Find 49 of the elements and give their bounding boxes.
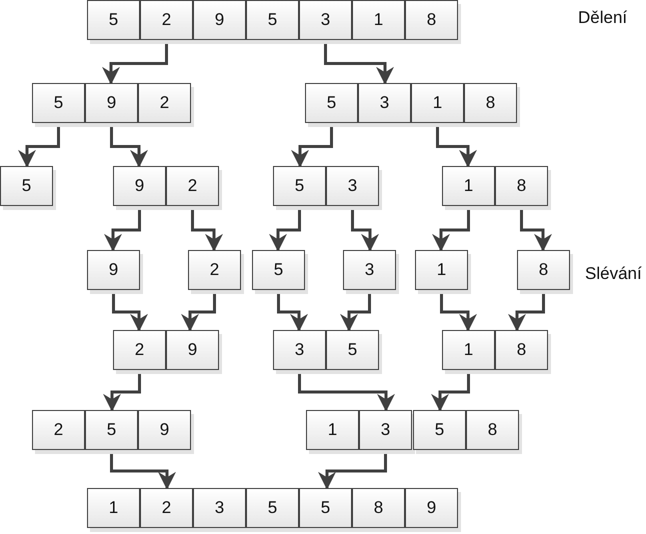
cell-value: 3 [380, 93, 390, 113]
cell-value: 8 [486, 93, 496, 113]
phase-label: Slévání [585, 264, 642, 284]
cell-value: 1 [436, 260, 446, 280]
cell-value: 3 [364, 260, 374, 280]
cell-value: 3 [380, 420, 390, 440]
cell-value: 5 [108, 10, 118, 30]
cell-value: 1 [464, 340, 474, 360]
cell-value: 3 [348, 176, 358, 196]
cell-value: 5 [268, 10, 278, 30]
cell-value: 9 [426, 498, 436, 518]
cell-value: 3 [320, 10, 330, 30]
cell-value: 2 [162, 10, 172, 30]
cell-value: 9 [106, 93, 116, 113]
cell-value: 3 [294, 340, 304, 360]
cell-value: 5 [268, 498, 278, 518]
cell-value: 9 [188, 340, 198, 360]
cell-value: 5 [106, 420, 116, 440]
cell-value: 5 [54, 93, 64, 113]
cell-value: 3 [214, 498, 224, 518]
cell-value: 9 [134, 176, 144, 196]
cell-value: 5 [294, 176, 304, 196]
cell-value: 2 [210, 260, 220, 280]
cell-value: 1 [328, 420, 338, 440]
phase-label: Dělení [578, 8, 628, 28]
cell-value: 1 [374, 10, 384, 30]
cell-value: 9 [108, 260, 118, 280]
cell-value: 5 [348, 340, 358, 360]
cell-value: 2 [188, 176, 198, 196]
cell-value: 5 [434, 420, 444, 440]
cell-value: 8 [516, 340, 526, 360]
cell-value: 8 [516, 176, 526, 196]
cell-value: 1 [432, 93, 442, 113]
cell-value: 1 [464, 176, 474, 196]
cell-value: 2 [162, 498, 172, 518]
cell-value: 5 [274, 260, 284, 280]
cell-value: 5 [22, 176, 32, 196]
cell-value: 9 [160, 420, 170, 440]
cell-value: 8 [538, 260, 548, 280]
cell-value: 8 [374, 498, 384, 518]
cell-value: 5 [320, 498, 330, 518]
cell-value: 2 [54, 420, 64, 440]
cell-value: 9 [214, 10, 224, 30]
cell-value: 5 [326, 93, 336, 113]
cell-value: 2 [160, 93, 170, 113]
cell-value: 8 [426, 10, 436, 30]
cell-value: 1 [108, 498, 118, 518]
cell-value: 2 [134, 340, 144, 360]
cell-value: 8 [488, 420, 498, 440]
